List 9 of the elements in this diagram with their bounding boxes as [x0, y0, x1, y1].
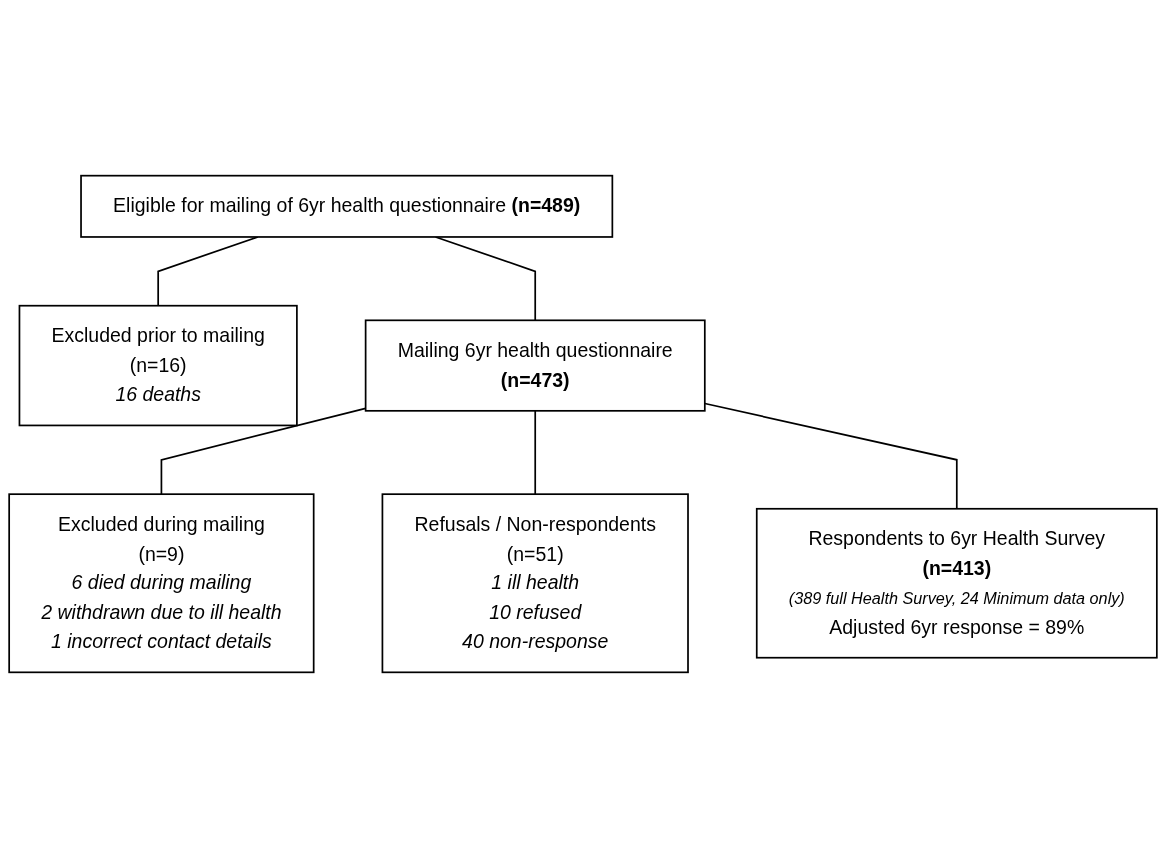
node-box: Mailing 6yr health questionnaire (n=473) [364, 319, 706, 412]
node-box: Eligible for mailing of 6yr health questionnaire (n=489) [80, 174, 614, 238]
connector [434, 236, 537, 322]
connector [534, 409, 537, 496]
node-box: Excluded prior to mailing (n=16) 16 deaths [18, 304, 298, 427]
node-box: Refusals / Non-respondents (n=51) 1 ill health 10 refused 40 non-response [381, 493, 689, 674]
node-box: Respondents to 6yr Health Survey (n=413) (389 full Health Survey, 24 Minimum data only) Adjusted 6yr response = 89% [755, 507, 1158, 659]
node-box: Excluded during mailing (n=9) 6 died during mailing 2 withdrawn due to ill health 1 incorrect contact details [8, 493, 315, 674]
connector [157, 236, 259, 307]
